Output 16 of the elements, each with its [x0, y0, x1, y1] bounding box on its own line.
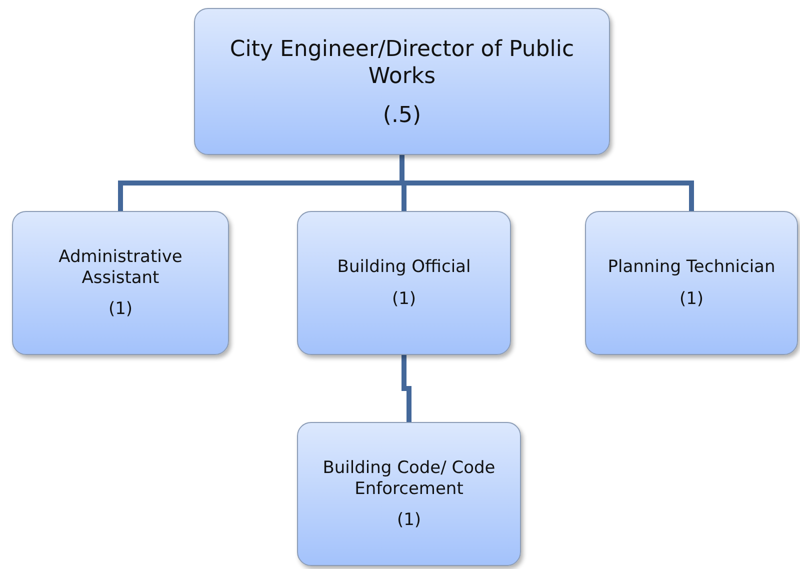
position-box	[297, 211, 511, 355]
position-title: Administrative Assistant	[58, 246, 184, 290]
staff-count: (.5)	[382, 102, 422, 128]
position-title: Building Code/ Code Enforcement	[322, 458, 496, 500]
staff-count: (1)	[392, 288, 416, 309]
position-box	[194, 8, 610, 155]
position-title: Building Official	[337, 257, 471, 279]
position-box	[585, 211, 798, 355]
position-title: City Engineer/Director of Public Works	[228, 36, 576, 90]
connector-line	[402, 355, 412, 422]
position-box	[12, 211, 229, 355]
position-title: Planning Technician	[608, 257, 776, 279]
position-box	[297, 422, 521, 566]
staff-count: (1)	[396, 510, 422, 530]
staff-count: (1)	[108, 299, 133, 320]
staff-count: (1)	[679, 288, 704, 309]
